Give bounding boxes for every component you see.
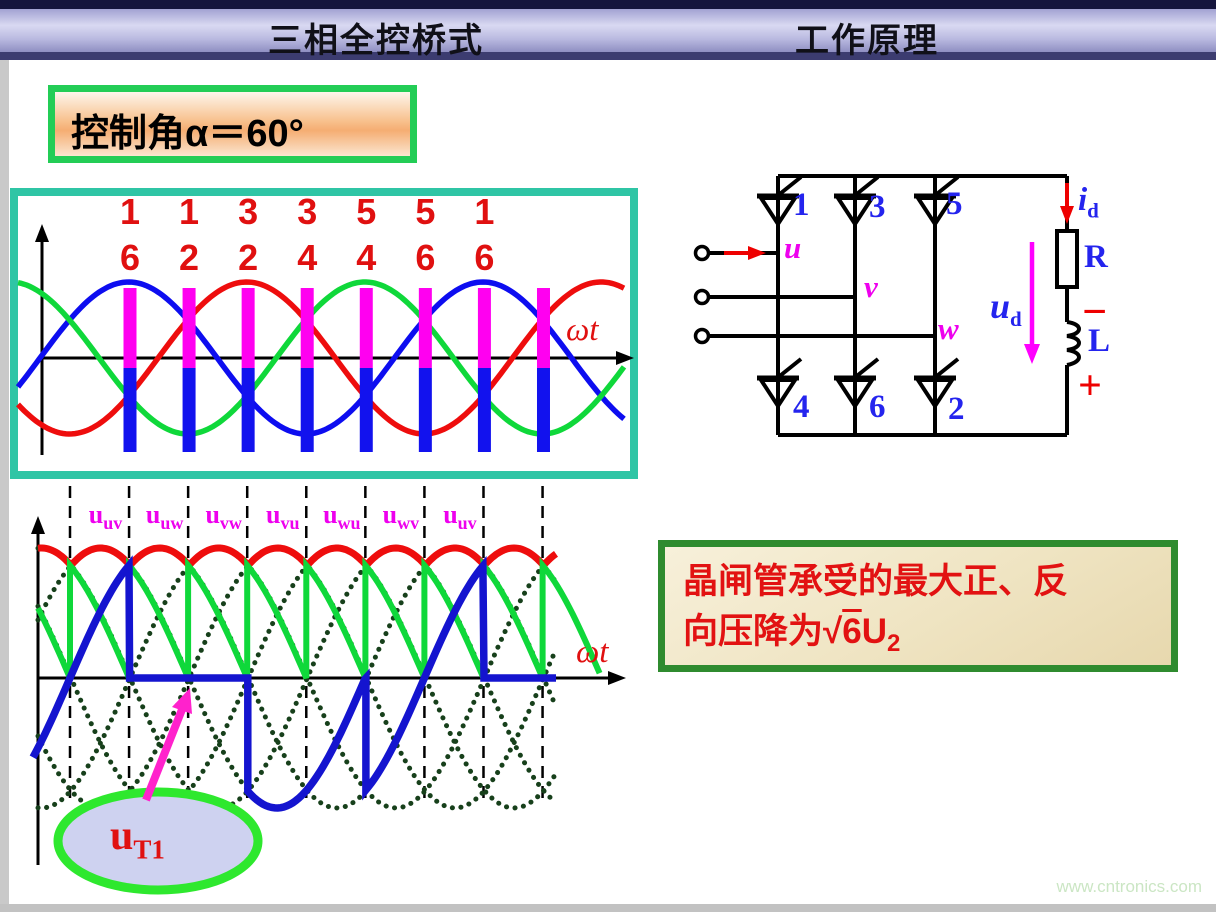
line-voltage-label-uv: uuv [443, 500, 477, 534]
gate-pulse-lower [418, 368, 432, 452]
inductor-label: L [1088, 323, 1111, 359]
phase-terminal [693, 327, 711, 345]
callout-arrow-head [172, 688, 192, 714]
info-box: 晶闸管承受的最大正、反 向压降为√6U2 [658, 540, 1178, 672]
phase-label-v: v [864, 269, 878, 304]
pulse-pair-4-top: 5 [356, 191, 377, 232]
phase-terminal [693, 244, 711, 262]
thyristor-1 [757, 175, 803, 228]
info-line-2-prefix: 向压降为 [683, 612, 824, 651]
thyristor-label-3: 3 [869, 189, 886, 225]
info-line-1: 晶闸管承受的最大正、反 [683, 562, 1069, 601]
watermark: www.cntronics.com [1056, 877, 1202, 896]
ut1-callout-ellipse [53, 787, 263, 895]
bottom-edge-strip [0, 904, 1216, 912]
gate-pulse-lower [536, 368, 550, 452]
thyristor-label-1: 1 [793, 187, 810, 223]
gate-pulse-upper [300, 288, 314, 368]
gate-pulse-upper [123, 288, 137, 368]
gate-pulse-upper [182, 288, 196, 368]
inductor-symbol [1066, 320, 1081, 367]
voltage-unit-sub: 2 [886, 630, 901, 657]
gate-pulse-lower [123, 368, 137, 452]
thyristor-label-5: 5 [946, 186, 963, 222]
phase-terminal [693, 288, 711, 306]
thyristor-voltage-curve [29, 555, 556, 812]
phase-curve-w [17, 279, 627, 437]
left-edge-strip [0, 60, 9, 912]
control-angle-box: 控制角α＝60° [48, 85, 417, 163]
pulse-pair-2-top: 3 [238, 191, 259, 232]
pulse-pair-5-bottom: 6 [415, 237, 436, 278]
thyristor-label-6: 6 [869, 389, 886, 425]
gate-pulse-lower [241, 368, 255, 452]
line-voltage-label-uv: uuv [88, 500, 123, 534]
omega-t-label-bottom: ωt [576, 634, 609, 670]
voltage-unit: U [861, 612, 887, 651]
gate-pulse-upper [477, 288, 491, 368]
pulse-pair-4-bottom: 4 [356, 237, 377, 278]
resistor-symbol [1055, 229, 1079, 289]
line-voltage-label-vu: uvu [265, 500, 300, 534]
thyristor-4 [757, 357, 803, 410]
resistor-label: R [1084, 239, 1108, 275]
thyristor-5 [914, 175, 960, 228]
callout-arrow-shaft [142, 705, 187, 802]
line-voltage-label-wv: uwv [382, 500, 420, 534]
omega-t-label-top: ωt [566, 312, 599, 348]
polarity-minus: − [1082, 287, 1108, 336]
phase-curve-v [15, 279, 626, 437]
ud-label: ud [990, 286, 1022, 332]
ut1-callout-label: uT1 [110, 815, 165, 863]
pulse-pair-6-top: 1 [474, 191, 495, 232]
sqrt-radicand: 6 [842, 612, 862, 651]
polarity-plus: + [1078, 363, 1102, 409]
thyristor-3 [834, 175, 880, 228]
phase-curve-u [15, 279, 626, 437]
line-voltage-dotted [35, 545, 557, 811]
ut1-base: u [110, 813, 134, 859]
line-voltage-dotted [35, 545, 557, 811]
pulse-pair-1-bottom: 2 [179, 237, 200, 278]
line-voltage-label-uw: uuw [145, 500, 184, 534]
output-voltage-envelope [37, 544, 559, 571]
page-title-right: 工作原理 [795, 22, 939, 60]
pulse-pair-2-bottom: 2 [238, 237, 259, 278]
info-line-2: 向压降为√6U2 [683, 607, 1171, 669]
thyristor-label-4: 4 [793, 389, 810, 425]
pulse-pair-5-top: 5 [415, 191, 436, 232]
gate-pulse-upper [536, 288, 550, 368]
phase-label-w: w [938, 311, 959, 346]
pulse-pair-0-bottom: 6 [119, 237, 141, 278]
pulse-pair-3-top: 3 [297, 191, 318, 232]
line-voltage-label-vw: uvw [205, 500, 242, 534]
line-voltage-label-wu: uwu [323, 500, 361, 534]
thyristor-label-2: 2 [948, 391, 965, 427]
thyristor-6 [834, 357, 880, 410]
thyristor-2 [914, 357, 960, 410]
pulse-pair-3-bottom: 4 [297, 237, 318, 278]
pulse-pair-0-top: 1 [119, 191, 141, 232]
header-bar: 三相全控桥式 工作原理 [0, 0, 1216, 60]
pulse-pair-6-bottom: 6 [474, 237, 495, 278]
gate-pulse-upper [241, 288, 255, 368]
gate-pulse-lower [477, 368, 491, 452]
control-angle-label: 控制角α＝60° [71, 113, 304, 155]
gate-pulse-upper [418, 288, 432, 368]
gate-pulse-lower [359, 368, 373, 452]
ut1-sub: T1 [133, 834, 165, 865]
sqrt-sign: √ [823, 612, 843, 651]
id-label: id [1078, 182, 1099, 223]
pulse-pair-1-top: 1 [179, 191, 200, 232]
page-title-left: 三相全控桥式 [268, 22, 484, 60]
gate-pulse-lower [182, 368, 196, 452]
gate-pulse-lower [300, 368, 314, 452]
phase-label-u: u [784, 230, 802, 265]
gate-pulse-upper [359, 288, 373, 368]
